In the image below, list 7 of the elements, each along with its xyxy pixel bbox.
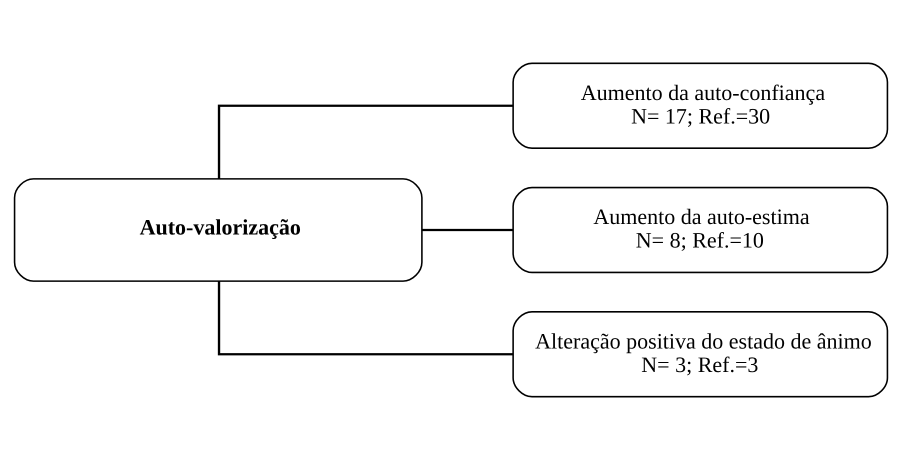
connector: [218, 280, 513, 355]
node-box: Alteração positiva do estado de ânimo N= 3; Ref.=3: [512, 310, 888, 397]
node-box: Aumento da auto-confiança N= 17; Ref.=30: [512, 62, 888, 148]
connector: [422, 228, 513, 231]
node-box: Aumento da auto-estima N= 8; Ref.=10: [512, 186, 888, 273]
node-box: Auto-valorização: [14, 178, 423, 282]
connector: [218, 104, 513, 178]
